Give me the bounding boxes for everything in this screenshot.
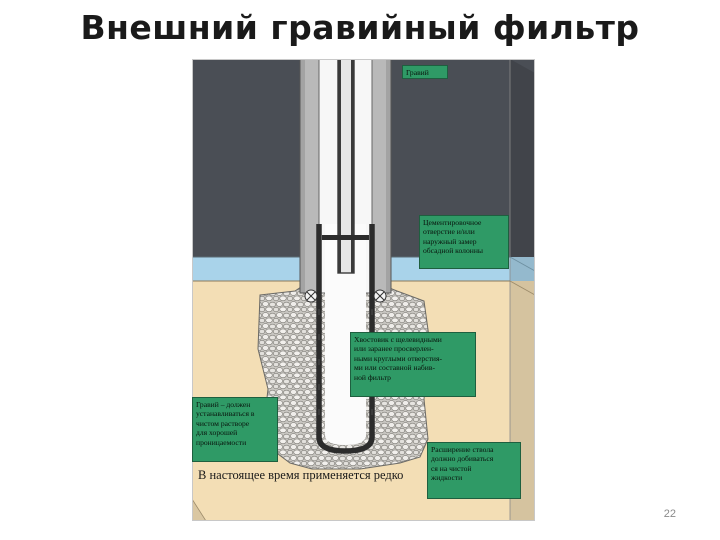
page-number: 22 [663, 508, 676, 520]
label-tail-pipe: Хвостовик с щелевидными или заранее прос… [350, 332, 476, 397]
gravel-pack-diagram: Гравий Цементировочное отверстие и/или н… [192, 59, 535, 521]
centralizer-left [304, 289, 318, 303]
label-cementing-port: Цементировочное отверстие и/или наружный… [419, 215, 509, 269]
centralizer-right [373, 289, 387, 303]
bottom-note: В настоящее время применяется редко [198, 468, 404, 482]
slide-title: Внешний гравийный фильтр [80, 8, 640, 47]
label-gravel: Гравий [402, 65, 448, 79]
label-underreaming: Расширение ствола должно добиваться ся н… [427, 442, 521, 499]
liner-pipe [316, 224, 375, 454]
label-gravel-clean-fluid: Гравий – должен устанавливаться в чистом… [192, 397, 278, 462]
